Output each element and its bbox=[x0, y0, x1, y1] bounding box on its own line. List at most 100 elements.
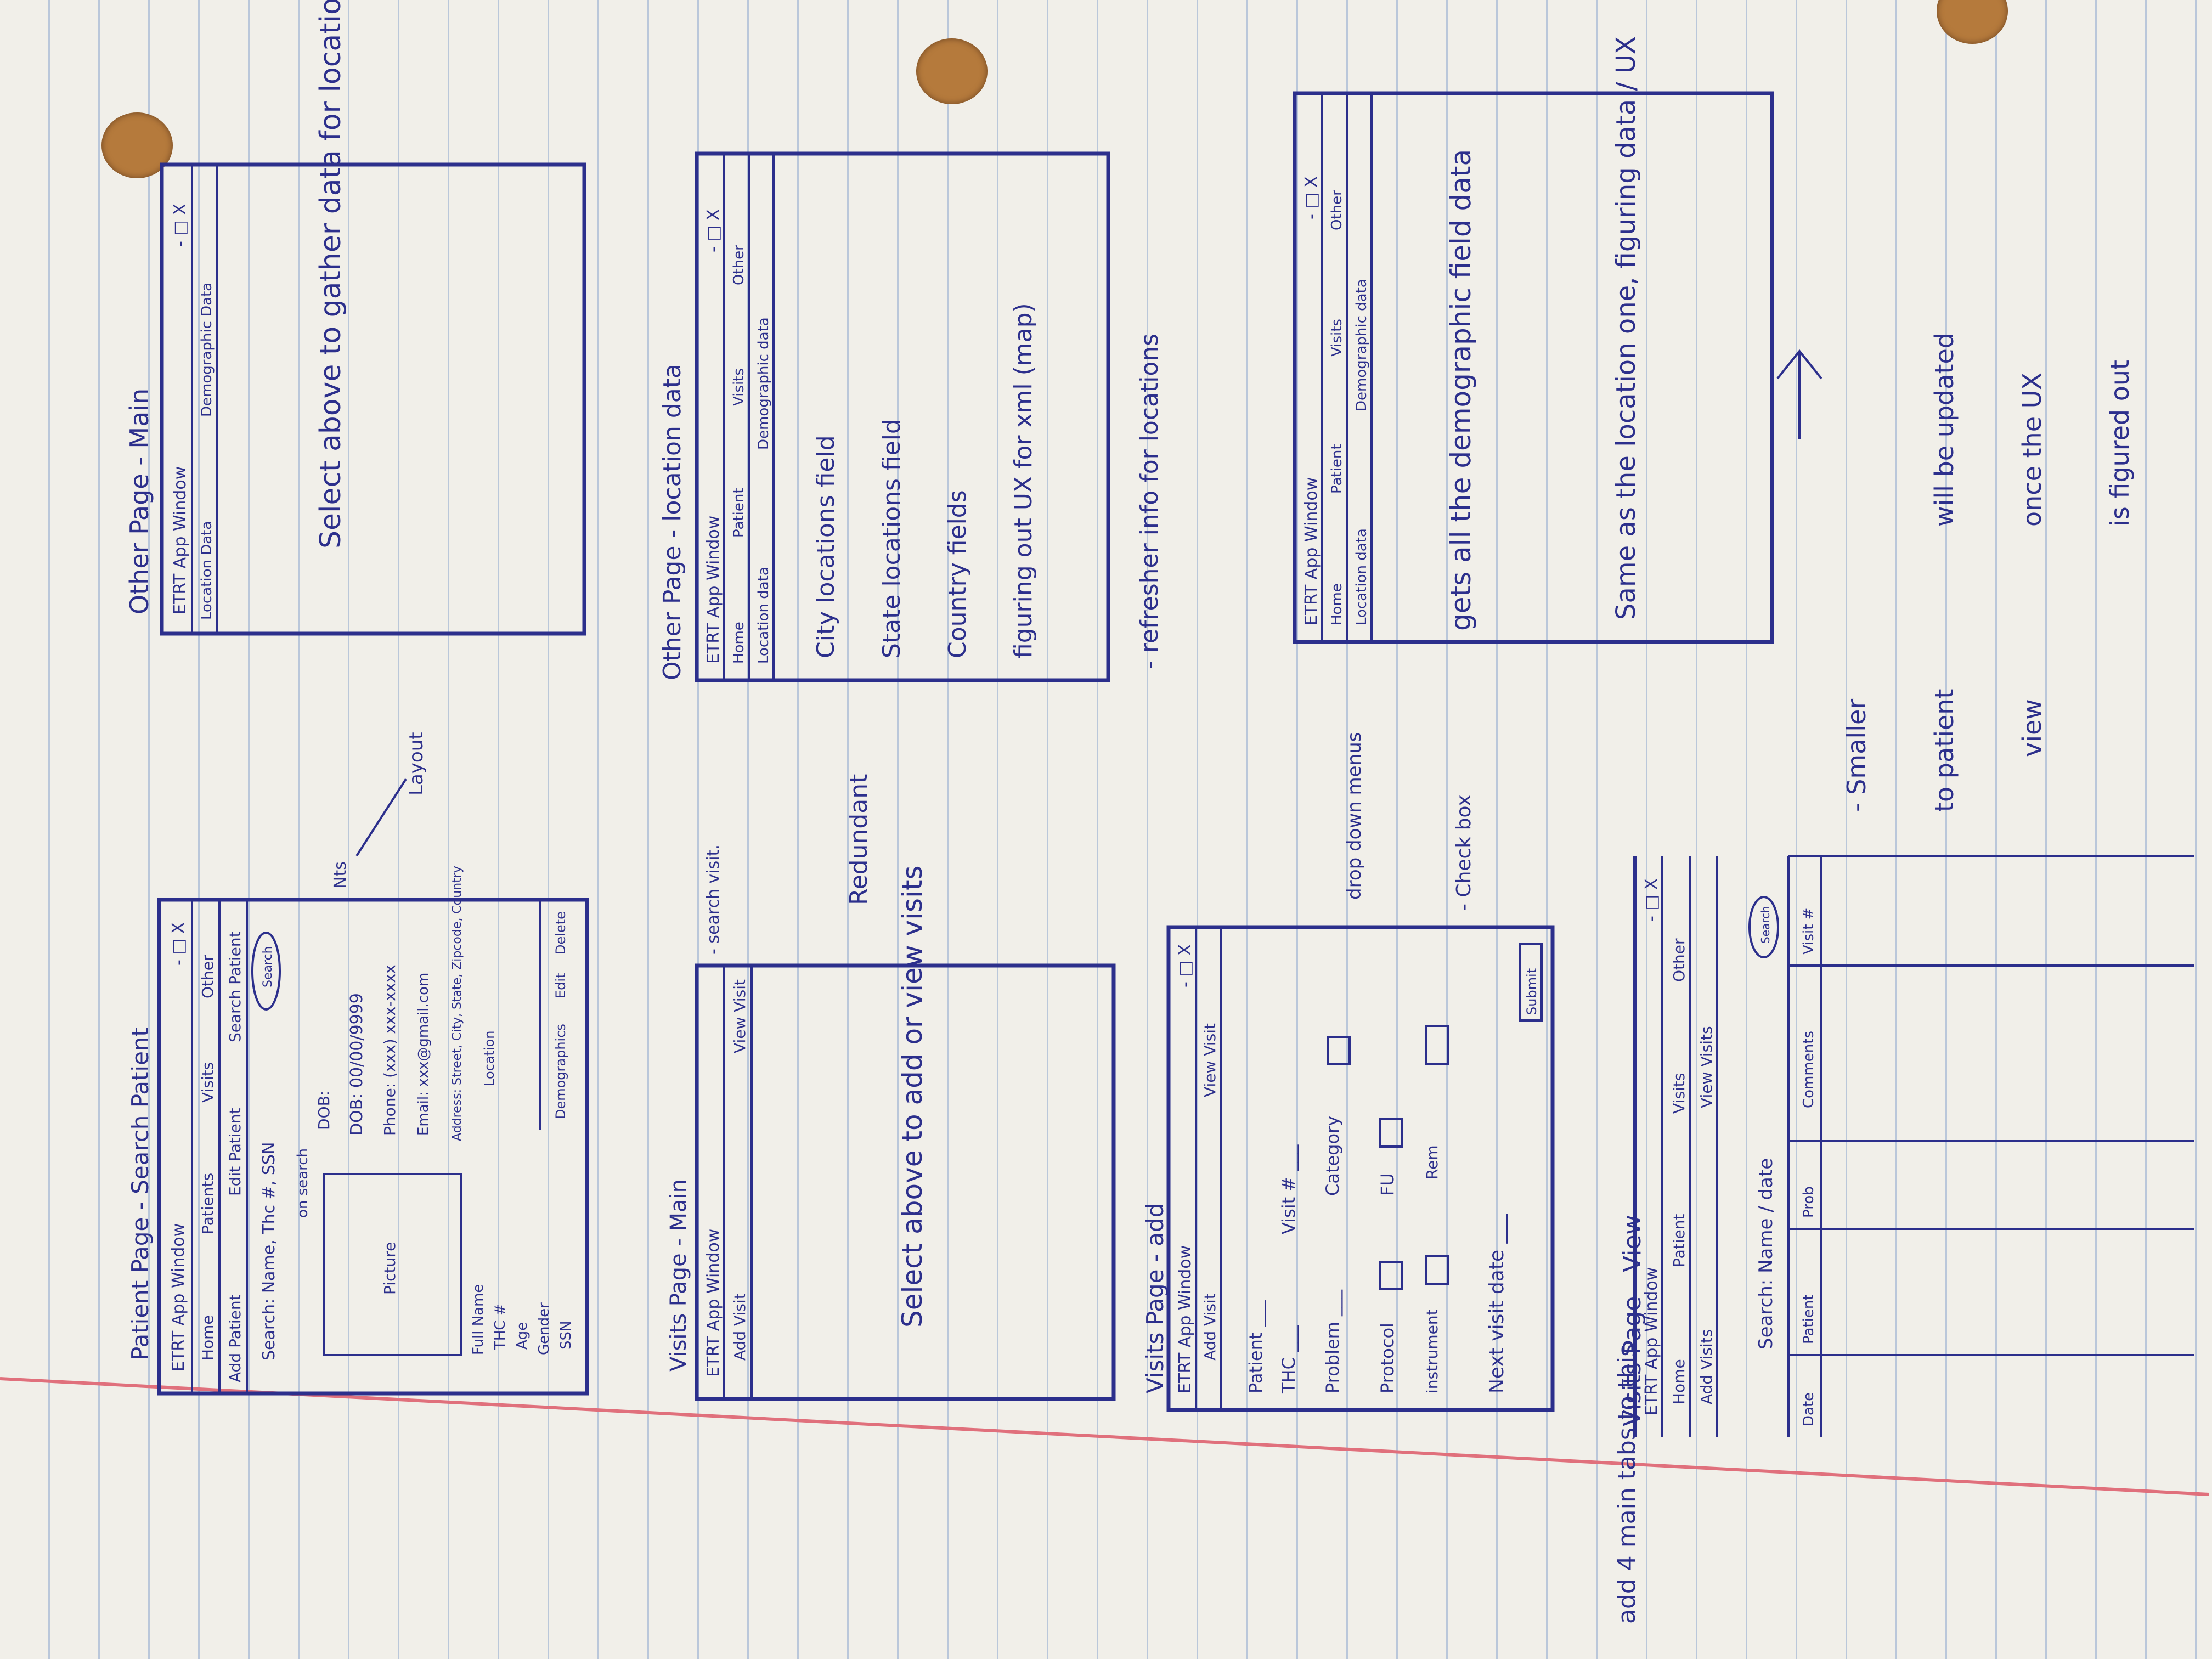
box5-fu-checkbox[interactable] bbox=[1379, 1118, 1403, 1148]
box5-field-fu[interactable]: FU bbox=[1377, 1173, 1398, 1196]
punch-hole-2 bbox=[916, 38, 988, 104]
box4-window-controls: - □ X bbox=[704, 209, 723, 252]
box1-tab-home[interactable]: Home bbox=[199, 1315, 217, 1361]
box5-field-visit[interactable]: Visit # ___ bbox=[1278, 1144, 1299, 1234]
box4-subtab-demographic[interactable]: Demographic data bbox=[755, 317, 772, 450]
box4-subtab-location[interactable]: Location data bbox=[755, 567, 772, 664]
box5-field-instrument[interactable]: instrument bbox=[1423, 1309, 1441, 1393]
svg-text:Search: Search bbox=[261, 946, 275, 988]
box4-tab-visits[interactable]: Visits bbox=[731, 368, 747, 406]
box3-note-search: - search visit. bbox=[704, 844, 723, 955]
box5-field-thc[interactable]: THC ___ bbox=[1278, 1325, 1299, 1394]
box4-line-2: State locations field bbox=[878, 419, 906, 658]
box5-field-category[interactable]: Category bbox=[1322, 1116, 1343, 1196]
box7-search[interactable]: Search: Name / date bbox=[1755, 1158, 1777, 1350]
box1-btn-edit[interactable]: Edit bbox=[553, 973, 568, 998]
box7-tab-other[interactable]: Other bbox=[1670, 938, 1688, 982]
box3-tab-add[interactable]: Add Visit bbox=[731, 1293, 749, 1361]
box5-frame bbox=[1166, 925, 1555, 1412]
box3-frame bbox=[695, 963, 1116, 1401]
box7-tab-patient[interactable]: Patient bbox=[1670, 1214, 1688, 1267]
box1-subtab-search[interactable]: Search Patient bbox=[226, 931, 244, 1042]
sketch-visits-add: Visits Page - add ETRT App Window - □ X … bbox=[1142, 732, 1641, 1624]
box2-frame bbox=[160, 162, 586, 636]
box7-subtab-add[interactable]: Add Visits bbox=[1697, 1329, 1716, 1404]
box1-search-button[interactable] bbox=[251, 932, 281, 1011]
box6-tab-patient[interactable]: Patient bbox=[1329, 444, 1345, 494]
box1-dob-label: DOB: bbox=[315, 1091, 333, 1130]
box5-tab-add[interactable]: Add Visit bbox=[1201, 1293, 1219, 1361]
box6-tab-visits[interactable]: Visits bbox=[1329, 319, 1345, 357]
box4-tab-patient[interactable]: Patient bbox=[731, 488, 747, 538]
box6-note-once: once the UX bbox=[2017, 373, 2047, 527]
box5-tab-view[interactable]: View Visit bbox=[1201, 1023, 1219, 1097]
box2-body: Select above to gather data for location… bbox=[314, 0, 347, 549]
box7-tab-home[interactable]: Home bbox=[1670, 1359, 1688, 1404]
box6-line-2: Same as the location one, figuring data … bbox=[1611, 36, 1641, 620]
box5-rem-dropdown[interactable] bbox=[1425, 1025, 1449, 1065]
box2-window-controls: - □ X bbox=[171, 204, 190, 247]
box1-field-name: Full Name bbox=[470, 1284, 487, 1355]
sketch-other-demographics: ETRT App Window - □ X Home Patient Visit… bbox=[1293, 36, 2135, 812]
box6-subtab-demographic[interactable]: Demographic data bbox=[1353, 279, 1370, 411]
box2-window-title: ETRT App Window bbox=[171, 466, 190, 614]
box5-instrument-dropdown[interactable] bbox=[1425, 1255, 1449, 1285]
box5-protocol-dropdown[interactable] bbox=[1379, 1261, 1403, 1290]
box1-dob: DOB: 00/00/9999 bbox=[347, 993, 366, 1136]
box6-subtab-location[interactable]: Location data bbox=[1353, 528, 1370, 625]
box5-window-controls: - □ X bbox=[1176, 944, 1195, 988]
box6-note-patient: to patient bbox=[1929, 689, 1959, 812]
box1-tab-patients[interactable]: Patients bbox=[199, 1173, 217, 1234]
box7-search-button[interactable] bbox=[1748, 896, 1779, 958]
box1-location: Location bbox=[482, 1030, 497, 1086]
box5-note-dropdown: drop down menus bbox=[1344, 732, 1365, 900]
box6-note-view: view bbox=[2017, 699, 2047, 757]
box4-note-refresh: - refresher info for locations bbox=[1136, 334, 1164, 669]
box5-submit-button[interactable] bbox=[1519, 943, 1543, 1022]
sketch-visits-main: Visits Page - Main ETRT App Window Add V… bbox=[666, 774, 1116, 1401]
box4-tab-other[interactable]: Other bbox=[731, 245, 747, 285]
box7-subtab-view[interactable]: View Visits bbox=[1697, 1026, 1716, 1108]
box4-window-title: ETRT App Window bbox=[704, 516, 723, 664]
box1-subtab-edit[interactable]: Edit Patient bbox=[226, 1108, 244, 1196]
box1-subtab-add[interactable]: Add Patient bbox=[226, 1294, 244, 1383]
box4-tab-home[interactable]: Home bbox=[731, 622, 747, 664]
sketch-patient-search: Patient Page - Search Patient ETRT App W… bbox=[127, 732, 589, 1396]
box5-category-dropdown[interactable] bbox=[1327, 1036, 1351, 1065]
box6-note-updated: will be updated bbox=[1929, 332, 1959, 527]
box5-field-next-visit[interactable]: Next visit date ___ bbox=[1486, 1213, 1508, 1393]
box1-note-layout: Layout bbox=[405, 732, 427, 795]
box1-picture bbox=[323, 1173, 462, 1356]
box7-col-prob: Prob bbox=[1801, 1186, 1817, 1218]
box3-window-title: ETRT App Window bbox=[704, 1229, 723, 1377]
box3-body: Select above to add or view visits bbox=[896, 865, 928, 1328]
sketch-visits-view: Visits Page - View ETRT App Window - □ X… bbox=[1618, 855, 2194, 1437]
box7-window-controls: - □ X bbox=[1642, 878, 1661, 922]
box2-tab-location[interactable]: Location Data bbox=[199, 521, 215, 620]
box1-tab-other[interactable]: Other bbox=[199, 955, 217, 998]
box5-field-protocol[interactable]: Protocol bbox=[1377, 1323, 1398, 1393]
box1-title: Patient Page - Search Patient bbox=[127, 1028, 154, 1361]
box7-tab-visits[interactable]: Visits bbox=[1670, 1073, 1688, 1114]
box5-field-problem[interactable]: Problem ___ bbox=[1322, 1289, 1343, 1393]
box1-btn-demographics[interactable]: Demographics bbox=[553, 1024, 568, 1119]
box4-title: Other Page - location data bbox=[658, 364, 686, 680]
box1-tab-visits[interactable]: Visits bbox=[199, 1062, 217, 1103]
box1-search-row[interactable]: Search: Name, Thc #, SSN bbox=[259, 1142, 279, 1361]
box5-note-check: - Check box bbox=[1453, 794, 1475, 911]
box5-field-patient[interactable]: Patient ___ bbox=[1245, 1300, 1266, 1393]
svg-text:Search: Search bbox=[1759, 906, 1772, 944]
box4-frame bbox=[695, 151, 1110, 682]
box2-tab-demographic[interactable]: Demographic Data bbox=[199, 283, 215, 417]
box5-field-rem[interactable]: Rem bbox=[1423, 1145, 1441, 1180]
box6-tab-other[interactable]: Other bbox=[1329, 190, 1345, 230]
box3-tab-view[interactable]: View Visit bbox=[731, 979, 749, 1053]
svg-text:Picture: Picture bbox=[381, 1242, 399, 1295]
box2-title: Other Page - Main bbox=[125, 388, 154, 614]
box6-tab-home[interactable]: Home bbox=[1329, 583, 1345, 625]
box1-btn-delete[interactable]: Delete bbox=[553, 911, 568, 955]
box1-phone: Phone: (xxx) xxx-xxxx bbox=[381, 964, 399, 1136]
box6-window-title: ETRT App Window bbox=[1302, 477, 1321, 625]
